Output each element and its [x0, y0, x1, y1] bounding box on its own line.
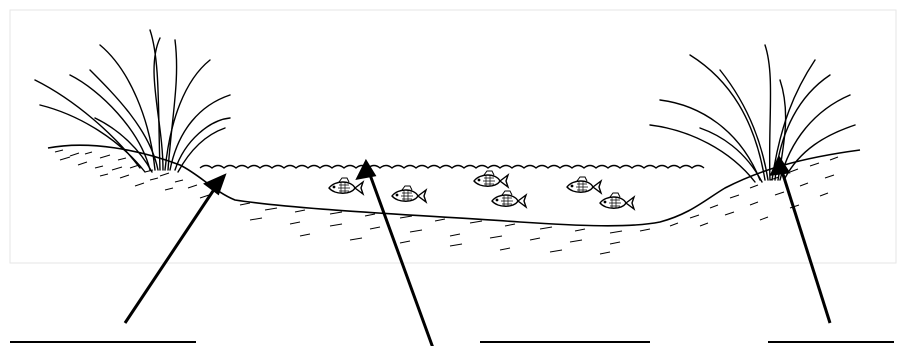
answer-blank-water[interactable] — [480, 341, 650, 343]
arrowhead-bank-plants — [772, 158, 788, 174]
answer-blank-bank-plants[interactable] — [768, 341, 894, 343]
picture-frame — [10, 10, 896, 263]
arrowhead-water — [358, 162, 374, 178]
arrow-to-bank-plants — [781, 168, 830, 323]
right-grass — [650, 45, 855, 182]
pond-water — [195, 168, 712, 222]
arrow-to-water-edge — [125, 185, 217, 323]
water-surface — [200, 166, 704, 169]
answer-blank-water-edge[interactable] — [10, 341, 196, 343]
